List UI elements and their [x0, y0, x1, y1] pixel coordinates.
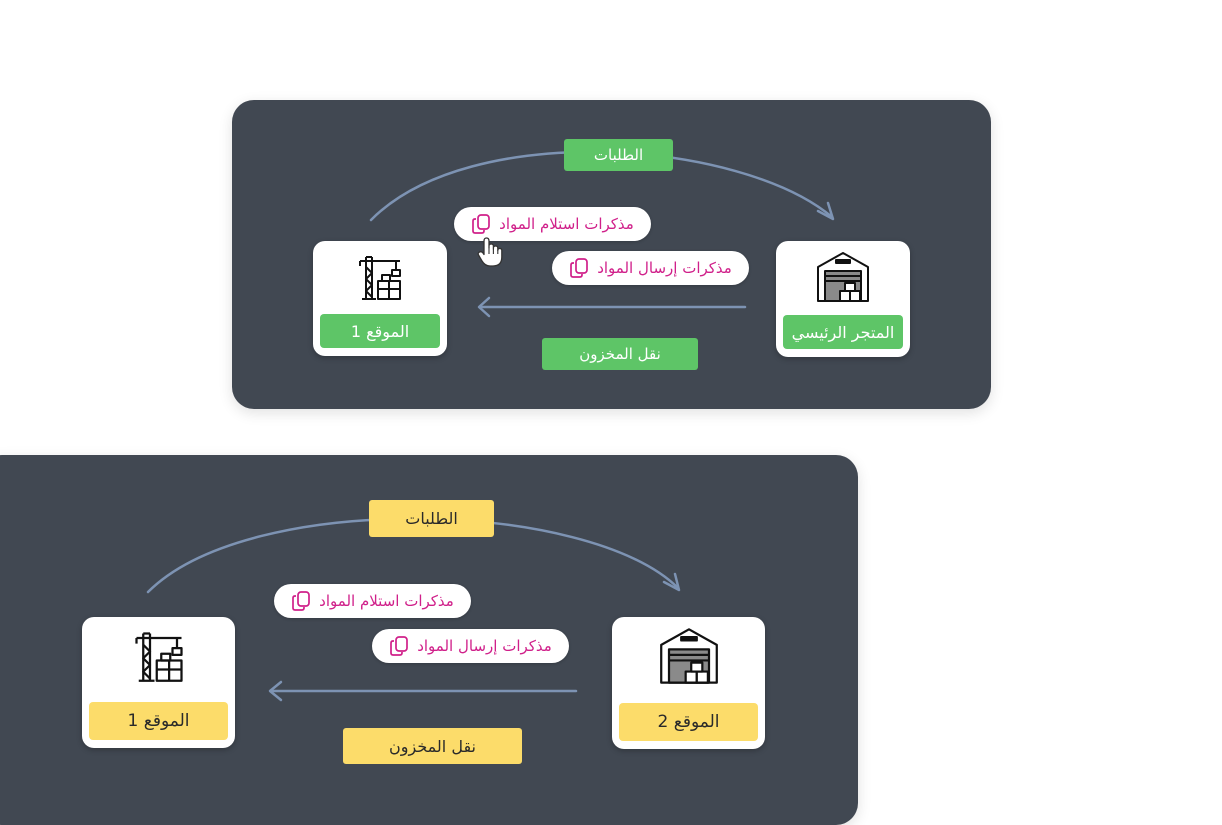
site-2-node[interactable]: الموقع 2: [612, 617, 765, 749]
stock-transfer-tag: نقل المخزون: [542, 338, 698, 370]
hand-pointer-icon: [476, 236, 504, 272]
documents-icon: [471, 213, 491, 235]
site-2-label: الموقع 2: [619, 703, 758, 741]
dispatch-notes-label: مذكرات إرسال المواد: [597, 259, 732, 277]
stock-transfer-tag: نقل المخزون: [343, 728, 522, 764]
requests-arrowhead: [662, 572, 681, 592]
material-receipt-notes[interactable]: مذكرات استلام المواد: [274, 584, 471, 618]
transfer-arrowhead: [268, 680, 283, 702]
material-dispatch-notes[interactable]: مذكرات إرسال المواد: [552, 251, 749, 285]
warehouse-icon: [659, 627, 719, 689]
transfer-arrowhead: [477, 296, 491, 318]
construction-crane-icon: [356, 253, 404, 305]
main-store-label: المتجر الرئيسي: [783, 315, 903, 349]
site-1-label: الموقع 1: [89, 702, 228, 740]
site-1-node[interactable]: الموقع 1: [313, 241, 447, 356]
requests-arrowhead: [816, 201, 835, 221]
documents-icon: [389, 635, 409, 657]
receipt-notes-label: مذكرات استلام المواد: [499, 215, 634, 233]
dispatch-notes-label: مذكرات إرسال المواد: [417, 637, 552, 655]
material-receipt-notes[interactable]: مذكرات استلام المواد: [454, 207, 651, 241]
documents-icon: [569, 257, 589, 279]
main-store-node[interactable]: المتجر الرئيسي: [776, 241, 910, 357]
documents-icon: [291, 590, 311, 612]
construction-crane-icon: [132, 629, 186, 687]
material-dispatch-notes[interactable]: مذكرات إرسال المواد: [372, 629, 569, 663]
requests-tag: الطلبات: [369, 500, 494, 537]
warehouse-icon: [816, 251, 870, 307]
site-1-label: الموقع 1: [320, 314, 440, 348]
receipt-notes-label: مذكرات استلام المواد: [319, 592, 454, 610]
site-1-node[interactable]: الموقع 1: [82, 617, 235, 748]
requests-tag: الطلبات: [564, 139, 673, 171]
